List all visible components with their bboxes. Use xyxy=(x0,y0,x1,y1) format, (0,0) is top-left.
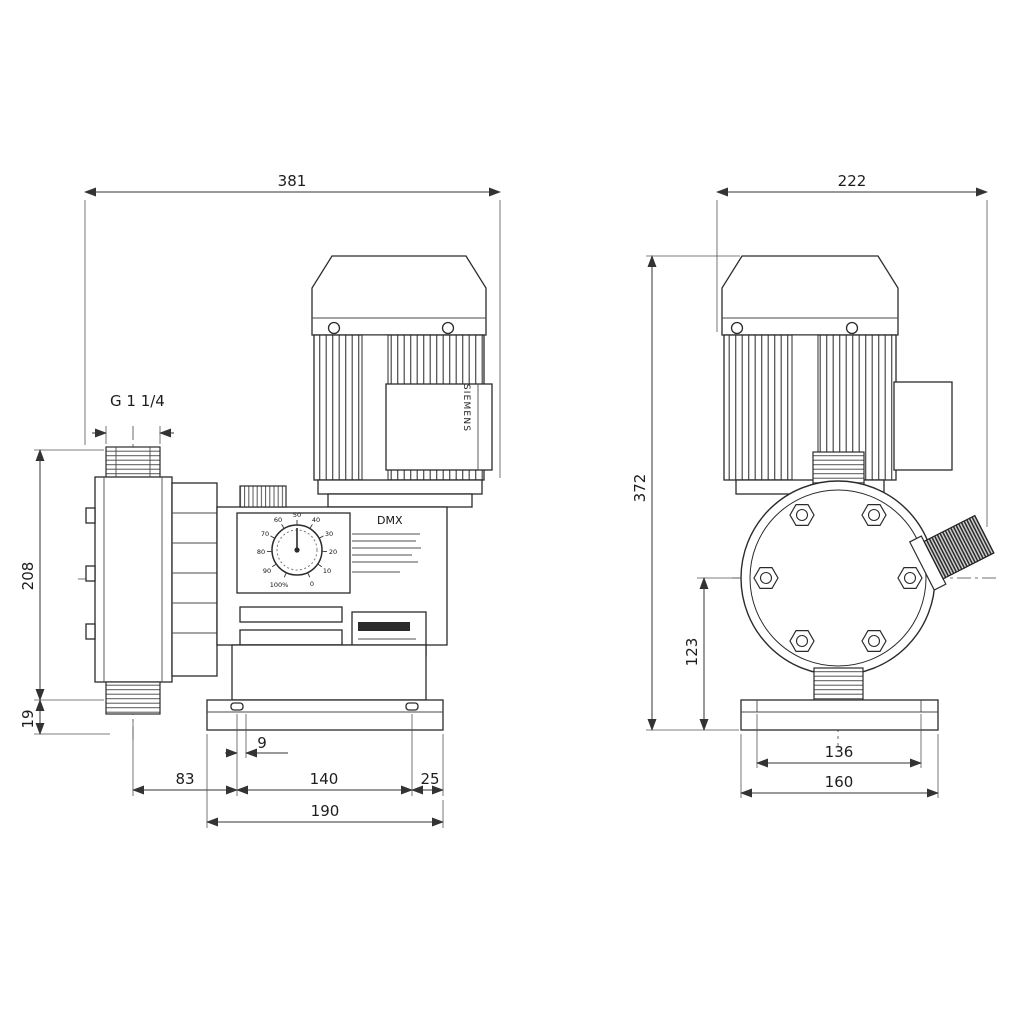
discharge-connector xyxy=(908,514,995,591)
dim-140-label: 140 xyxy=(310,770,339,788)
dim-160: 160 xyxy=(740,734,939,798)
dial-tick-50: 50 xyxy=(293,511,301,519)
dim-thread: G 1 1/4 xyxy=(92,392,174,444)
dial-tick-10: 10 xyxy=(323,567,331,575)
dial-tick-60: 60 xyxy=(274,516,282,524)
motor-side: SIEMENS xyxy=(311,255,493,508)
dim-9-label: 9 xyxy=(257,734,267,752)
dial-tick-80: 80 xyxy=(257,548,265,556)
dim-372-label: 372 xyxy=(631,474,649,503)
dim-25-label: 25 xyxy=(420,770,439,788)
top-connector-thread xyxy=(105,446,161,480)
motor-cap-bolt-icon xyxy=(441,321,455,335)
vent-slot xyxy=(239,606,343,623)
nameplate-text-block xyxy=(352,533,421,573)
dim-208: 208 xyxy=(19,449,104,701)
pedestal-side xyxy=(231,644,427,701)
bottom-neck-thread xyxy=(813,667,864,701)
motor-foot-flange xyxy=(317,479,483,495)
head-bolt-icon xyxy=(897,566,923,590)
motor-cap-bolt-icon xyxy=(845,321,859,335)
dim-9: 9 xyxy=(225,714,288,758)
motor-terminal-box-side xyxy=(385,383,493,471)
flange-bolt xyxy=(85,623,96,640)
priming-knob[interactable] xyxy=(239,485,287,508)
motor-terminal-box-front xyxy=(893,381,953,471)
pump-head-front xyxy=(740,451,995,701)
head-inner-circle xyxy=(749,489,927,667)
dim-190: 190 xyxy=(206,734,444,828)
housing-body xyxy=(216,506,448,646)
motor-housing-band xyxy=(361,334,389,481)
dial-tick-70: 70 xyxy=(261,530,269,538)
motor-adapter xyxy=(327,493,473,508)
dim-136: 136 xyxy=(756,714,922,768)
dial-tick-0: 0 xyxy=(310,580,314,588)
dim-140: 140 xyxy=(236,714,413,796)
head-bolt-icon xyxy=(861,504,887,527)
motor-cap-bolt-icon xyxy=(327,321,341,335)
dial-center xyxy=(294,547,300,553)
dim-19-label: 19 xyxy=(19,709,37,728)
dim-381: 381 xyxy=(84,172,501,478)
control-panel xyxy=(236,512,351,594)
dim-25: 25 xyxy=(411,734,444,796)
mounting-slot xyxy=(230,702,244,711)
head-plate xyxy=(171,482,218,677)
motor-cap-bolt-icon xyxy=(730,321,744,335)
motor-cap-side xyxy=(311,255,487,336)
front-view: 222 372 123 136 160 xyxy=(631,172,998,798)
base-front xyxy=(740,699,939,731)
dim-208-label: 208 xyxy=(19,562,37,591)
pump-housing-side: 0 10 20 30 40 50 60 70 80 90 100% DMX xyxy=(216,485,448,657)
flange-bolt xyxy=(85,507,96,524)
dim-83-label: 83 xyxy=(175,770,194,788)
model-label: DMX xyxy=(377,514,403,527)
dim-123: 123 xyxy=(683,577,739,731)
bottom-connector-thread xyxy=(105,681,161,715)
dial-tick-100: 100% xyxy=(270,581,289,589)
dim-222-label: 222 xyxy=(838,172,867,190)
dim-372: 372 xyxy=(631,255,740,731)
dim-381-label: 381 xyxy=(278,172,307,190)
dial-tick-30: 30 xyxy=(325,530,333,538)
head-bolt-icon xyxy=(789,629,815,653)
motor-cap-front xyxy=(721,255,899,336)
motor-front xyxy=(721,255,953,495)
head-bolt-icon xyxy=(861,629,887,653)
dial-knob[interactable]: 0 10 20 30 40 50 60 70 80 90 100% xyxy=(257,511,337,589)
dim-222: 222 xyxy=(716,172,988,527)
head-bolt-icon xyxy=(753,566,779,590)
dim-123-label: 123 xyxy=(683,638,701,667)
head-bolt-icon xyxy=(789,504,815,527)
dim-19: 19 xyxy=(19,699,110,735)
dial-tick-40: 40 xyxy=(312,516,320,524)
dosing-head-side xyxy=(85,446,218,715)
flange-plate xyxy=(94,476,173,683)
side-view: SIEMENS xyxy=(19,172,501,828)
flange-bolt xyxy=(85,565,96,582)
dim-160-label: 160 xyxy=(825,773,854,791)
brand-logo-mark xyxy=(358,622,410,631)
thread-size-label: G 1 1/4 xyxy=(110,392,165,410)
dim-83: 83 xyxy=(132,720,238,796)
base-plate-front xyxy=(740,699,939,731)
dim-190-label: 190 xyxy=(311,802,340,820)
connector-knurled-body xyxy=(923,514,995,580)
dial-tick-90: 90 xyxy=(263,567,271,575)
dial-tick-20: 20 xyxy=(329,548,337,556)
motor-brand-label: SIEMENS xyxy=(461,384,471,432)
dim-136-label: 136 xyxy=(825,743,854,761)
mounting-slot xyxy=(405,702,419,711)
base-side xyxy=(206,644,444,731)
